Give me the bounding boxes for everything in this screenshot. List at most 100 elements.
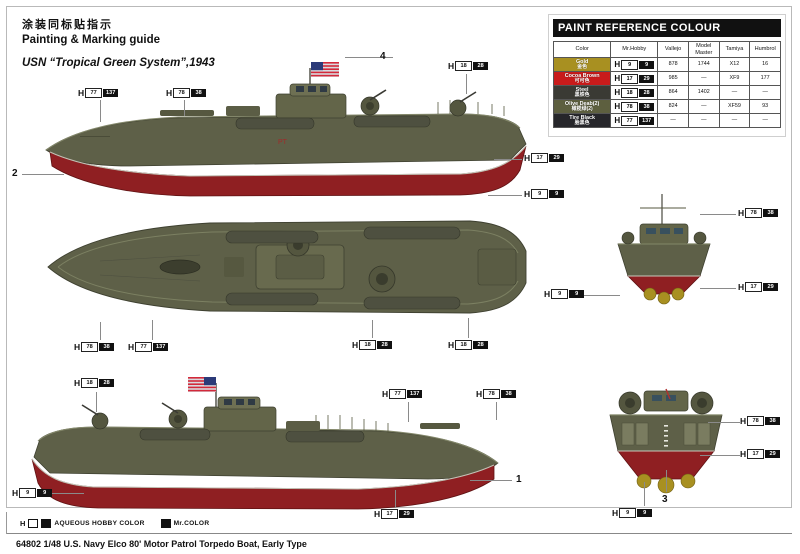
col-header-tamiya: Tamiya xyxy=(718,41,751,58)
leader-line xyxy=(100,322,101,340)
callout-white: 17 xyxy=(745,282,763,292)
hobby-prefix: H xyxy=(614,73,621,83)
paint-name-en: Cocoa Brown xyxy=(564,72,600,79)
callout-t12: H 78 38 xyxy=(476,388,517,399)
leader-line xyxy=(184,100,185,116)
hobby-prefix: H xyxy=(524,152,531,163)
hobby-prefix: H xyxy=(476,388,483,399)
us-flag-bottom xyxy=(188,377,216,392)
legend-mrcolor: Mr.COLOR xyxy=(160,519,210,528)
callout-white: 18 xyxy=(455,340,473,350)
boat-stern-view xyxy=(596,385,736,510)
paint-vallejo-code: 985 xyxy=(657,71,689,86)
callout-t5: H 9 9 xyxy=(524,189,565,199)
callout-t2: H 78 38 xyxy=(166,88,207,98)
paint-vallejo-code: — xyxy=(657,113,689,128)
leader-line xyxy=(666,470,667,492)
callout-t16: H 17 29 xyxy=(738,281,779,292)
leader-line xyxy=(700,214,736,215)
title-chinese: 涂装同标贴指示 xyxy=(22,18,113,31)
callout-black: 9 xyxy=(37,489,53,497)
callout-white: 18 xyxy=(359,340,377,350)
hobby-black-code: 38 xyxy=(639,102,655,111)
callout-t8: H 18 28 xyxy=(352,339,393,350)
callout-t6: H 78 38 xyxy=(74,342,115,352)
paint-table-title: PAINT REFERENCE COLOUR xyxy=(553,19,781,37)
callout-t18: H 78 38 xyxy=(740,415,781,426)
callout-white: 18 xyxy=(455,61,473,71)
callout-t20: H 9 9 xyxy=(612,507,653,518)
scheme-subtitle: USN “Tropical Green System”,1943 xyxy=(22,57,215,69)
page-title: 涂装同标贴指示 Painting & Marking guide USN “Tr… xyxy=(22,18,215,69)
col-header-mrhobby: Mr.Hobby xyxy=(610,41,659,58)
callout-black: 29 xyxy=(763,283,779,291)
paint-name-en: Olive Deab(2) xyxy=(564,100,600,107)
leader-line xyxy=(708,422,740,423)
paint-humbrol-code: 16 xyxy=(749,57,781,72)
callout-black: 28 xyxy=(473,341,489,349)
callout-t9: H 18 28 xyxy=(448,340,489,350)
svg-text:PT: PT xyxy=(278,139,288,146)
paint-modelmaster-code: — xyxy=(687,99,720,114)
callout-black: 9 xyxy=(637,509,653,517)
hobby-white-code: 18 xyxy=(621,87,639,98)
table-header-row: Color Mr.Hobby Vallejo Model Master Tami… xyxy=(552,41,781,58)
page-border xyxy=(6,6,792,508)
leader-line xyxy=(22,174,64,175)
boat-side-profile-top: PT xyxy=(40,40,540,200)
callout-black: 9 xyxy=(549,190,565,198)
us-flag-top xyxy=(311,62,339,77)
marker-4: 4 xyxy=(380,51,386,62)
leader-line xyxy=(408,402,409,422)
hobby-prefix: H xyxy=(612,507,619,518)
paint-tamiya-code: — xyxy=(718,85,751,100)
callout-white: 77 xyxy=(135,342,153,352)
hobby-white-code: 78 xyxy=(621,101,639,112)
paint-name-cn: 胎黑色 xyxy=(574,119,590,126)
col-header-color: Color xyxy=(552,41,612,58)
aqueous-label: AQUEOUS HOBBY COLOR xyxy=(54,520,145,527)
boat-side-profile-bottom xyxy=(28,365,528,510)
leader-line xyxy=(494,159,522,160)
leader-line xyxy=(100,100,101,122)
paint-name-en: Gold xyxy=(575,58,589,65)
callout-black: 137 xyxy=(407,390,423,398)
callout-white: 17 xyxy=(381,509,399,519)
leader-line xyxy=(395,490,396,508)
leader-line xyxy=(700,288,736,289)
hobby-prefix: H xyxy=(448,60,455,71)
leader-line xyxy=(466,74,467,94)
hobby-prefix: H xyxy=(740,415,747,426)
paint-tamiya-code: XF59 xyxy=(718,99,751,114)
hobby-white-code: 17 xyxy=(621,73,639,84)
paint-modelmaster-code: 1402 xyxy=(687,85,720,100)
paint-name-cn: 可可色 xyxy=(574,77,590,84)
hobby-prefix: H xyxy=(740,448,747,459)
hobby-prefix: H xyxy=(352,339,359,350)
hobby-prefix: H xyxy=(738,281,745,292)
paint-modelmaster-code: — xyxy=(687,113,720,128)
hobby-prefix: H xyxy=(614,115,621,125)
paint-name-en: Tire Black xyxy=(569,114,595,121)
hobby-prefix: H xyxy=(12,487,19,498)
callout-black: 28 xyxy=(99,379,115,387)
col-header-humbrol: Humbrol xyxy=(749,41,781,58)
callout-black: 38 xyxy=(501,390,517,398)
callout-white: 18 xyxy=(81,378,99,388)
paint-name-en: Steel xyxy=(575,86,589,93)
aqueous-h-icon: H xyxy=(20,519,26,528)
paint-vallejo-code: 864 xyxy=(657,85,689,100)
callout-black: 9 xyxy=(569,290,585,298)
callout-t17: H 9 9 xyxy=(544,289,585,299)
callout-white: 78 xyxy=(483,389,501,399)
leader-line xyxy=(96,392,97,412)
callout-black: 29 xyxy=(765,450,781,458)
callout-t14: H 17 29 xyxy=(374,509,415,519)
mrcolor-label: Mr.COLOR xyxy=(173,520,210,527)
callout-white: 78 xyxy=(745,208,763,218)
callout-t7: H 77 137 xyxy=(128,342,169,352)
